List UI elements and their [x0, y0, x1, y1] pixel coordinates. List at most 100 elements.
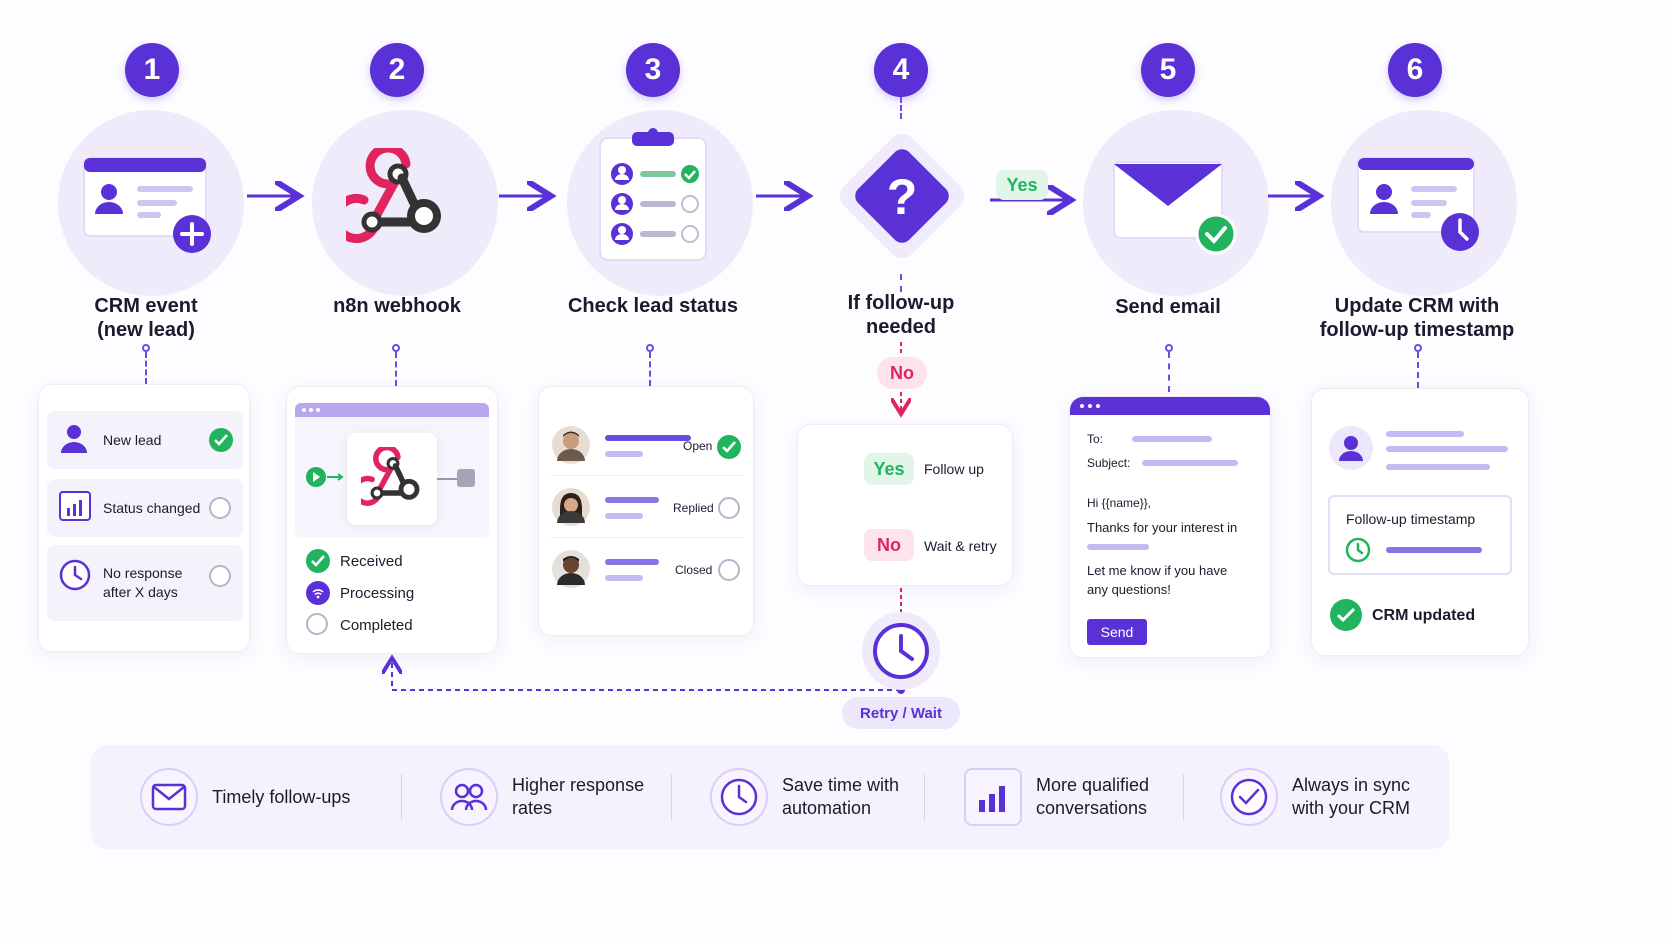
empty-radio-icon [718, 559, 740, 581]
window-dot [302, 408, 306, 412]
status-bar [605, 575, 643, 581]
connector-4-bottom [900, 274, 902, 292]
step-1-number: 1 [125, 43, 179, 97]
benefit-save-time: Save time with automation [710, 768, 899, 826]
decision-card: Yes Follow up No Wait & retry [797, 424, 1013, 586]
connector-dot [646, 344, 654, 352]
check-icon [717, 435, 741, 459]
lead-status-label: Open [683, 439, 713, 453]
window-dot [1088, 404, 1092, 408]
email-body-bar [1087, 544, 1149, 550]
status-bar [605, 435, 691, 441]
timestamp-box: Follow-up timestamp [1328, 495, 1512, 575]
profile-bar [1386, 446, 1508, 452]
connector-6 [1417, 352, 1419, 388]
benefit-separator [924, 774, 925, 820]
email-line-2: Let me know if you have any questions! [1087, 563, 1228, 597]
row-divider [551, 537, 743, 538]
row-divider [551, 475, 743, 476]
avatar-icon [552, 426, 590, 464]
crm-clock-icon [1356, 156, 1486, 261]
benefit-text: Save time with automation [782, 775, 900, 818]
clock-icon [710, 768, 768, 826]
chart-icon [59, 491, 91, 521]
decision-yes-action: Follow up [924, 461, 984, 477]
benefit-timely-follow-ups: Timely follow-ups [140, 768, 350, 826]
decision-no-pill: No [864, 529, 914, 561]
connector-3 [649, 352, 651, 386]
window-dot [1096, 404, 1100, 408]
clock-icon [873, 623, 929, 679]
check-icon [306, 549, 330, 573]
step-2-halo [312, 110, 498, 296]
connector-1 [145, 352, 147, 384]
benefit-in-sync: Always in sync with your CRM [1220, 768, 1410, 826]
status-bar [605, 451, 643, 457]
play-icon [306, 467, 344, 487]
webhook-state-label: Completed [340, 617, 413, 634]
timestamp-label: Follow-up timestamp [1346, 511, 1476, 527]
email-to-field[interactable] [1132, 436, 1212, 442]
status-bar [605, 497, 659, 503]
crm-event-row-new-lead[interactable]: New lead [47, 411, 243, 469]
email-titlebar [1070, 397, 1270, 415]
svg-text:?: ? [887, 169, 918, 225]
benefit-higher-response-rates: Higher response rates [440, 768, 644, 826]
crm-event-label: Status changed [103, 500, 201, 516]
webhook-window [295, 403, 489, 537]
step-2-number: 2 [370, 43, 424, 97]
avatar-icon [552, 488, 590, 526]
webhook-state-label: Processing [340, 585, 415, 602]
decision-yes-pill: Yes [864, 453, 914, 485]
connector-dot [392, 344, 400, 352]
avatar-icon [552, 550, 590, 588]
send-button[interactable]: Send [1087, 619, 1147, 645]
email-subject-field[interactable] [1142, 460, 1238, 466]
benefit-qualified-conversations: More qualified conversations [964, 768, 1149, 826]
crm-events-card: New lead Status changed No response afte… [38, 384, 250, 652]
lead-status-label: Closed [675, 563, 713, 577]
profile-bar [1386, 464, 1490, 470]
benefit-text: Higher response rates [512, 775, 645, 818]
clock-icon [59, 559, 91, 591]
clipboard-icon [598, 128, 710, 271]
connector-dot [1165, 344, 1173, 352]
connector-dot [1414, 344, 1422, 352]
benefit-separator [401, 774, 402, 820]
mail-icon [140, 768, 198, 826]
crm-event-row-no-response[interactable]: No response after X days [47, 545, 243, 621]
step-3-number: 3 [626, 43, 680, 97]
window-dot [316, 408, 320, 412]
empty-radio-icon [209, 565, 231, 587]
benefit-separator [671, 774, 672, 820]
user-icon [61, 425, 87, 453]
check-icon [209, 428, 233, 452]
benefit-text: More qualified conversations [1036, 775, 1150, 818]
timestamp-bar [1386, 547, 1482, 553]
window-dot [1080, 404, 1084, 408]
empty-radio-icon [718, 497, 740, 519]
processing-icon [306, 581, 330, 605]
connector-dot [142, 344, 150, 352]
users-icon [440, 768, 498, 826]
lead-status-card: Open Replied Closed [538, 386, 754, 636]
crm-event-label: New lead [103, 432, 162, 448]
decision-no-action: Wait & retry [924, 538, 997, 554]
webhook-state-label: Received [340, 553, 403, 570]
retry-wait-pill: Retry / Wait [842, 697, 960, 729]
crm-update-card: Follow-up timestamp CRM updated [1311, 388, 1529, 656]
step-2-title: n8n webhook [333, 295, 461, 317]
crm-card-icon [82, 156, 222, 261]
webhook-card: Received Processing Completed [286, 386, 498, 654]
branch-no-pill: No [877, 357, 927, 389]
retry-clock [862, 612, 940, 690]
webhook-node[interactable] [347, 433, 437, 525]
step-6-title: Update CRM with follow-up timestamp [1319, 295, 1515, 341]
chart-icon [964, 768, 1022, 826]
crm-updated-label: CRM updated [1372, 607, 1476, 624]
crm-event-row-status-changed[interactable]: Status changed [47, 479, 243, 537]
empty-radio-icon [209, 497, 231, 519]
check-icon [1220, 768, 1278, 826]
branch-yes-pill: Yes [996, 170, 1048, 200]
status-bar [605, 559, 659, 565]
